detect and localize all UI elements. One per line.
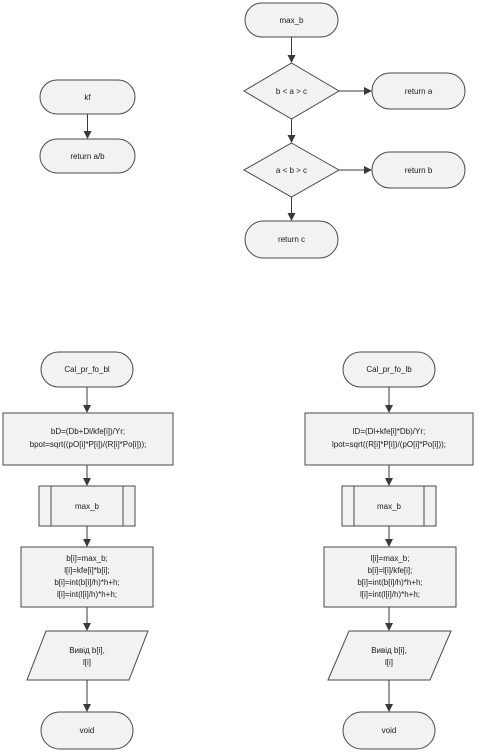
bl-output-line-1: Вивід b[i], (69, 646, 105, 655)
return-b-label: return b (405, 166, 433, 175)
return-a-label: return a (405, 87, 433, 96)
lb-process-box: lD=(Dl+kfe[i]*Db)/Yr; lpot=sqrt((R[i]*P[… (304, 412, 474, 466)
max-b-decision-1: b < a > c (243, 62, 340, 120)
return-a-terminal: return a (371, 72, 466, 110)
lb-start-label: Cal_pr_fo_lb (366, 365, 412, 374)
decision-1-label: b < a > c (276, 87, 307, 96)
bl-assign-line-2: l[i]=kfe[i]*b[i]; (64, 566, 110, 575)
max-b-start-label: max_b (279, 16, 304, 25)
cal-pr-fo-lb-flowchart: Cal_pr_fo_lb lD=(Dl+kfe[i]*Db)/Yr; lpot=… (304, 351, 474, 750)
lb-process-line-1: lD=(Dl+kfe[i]*Db)/Yr; (353, 427, 425, 436)
lb-output-line-2: l[i] (385, 658, 393, 667)
cal-pr-fo-bl-flowchart: Cal_pr_fo_bl bD=(Db+Dl/kfe[i])/Yr; bpot=… (2, 351, 174, 750)
lb-end-terminal: void (342, 711, 436, 750)
bl-subroutine-label: max_b (75, 502, 100, 511)
lb-output-line-1: Вивід b[i], (371, 646, 407, 655)
lb-assign-line-2: b[i]=l[i]/kfe[i]; (368, 566, 413, 575)
bl-output-box: Вивід b[i], l[i] (26, 630, 149, 681)
max-b-flowchart: max_b b < a > c return a a < b > c retur… (242, 2, 466, 259)
kf-flowchart: kf return a/b (39, 79, 136, 174)
lb-subroutine-box: max_b (341, 485, 437, 527)
bl-end-terminal: void (40, 711, 134, 750)
bl-process-box: bD=(Db+Dl/kfe[i])/Yr; bpot=sqrt((pO[i]*P… (2, 412, 174, 466)
lb-subroutine-label: max_b (377, 502, 402, 511)
return-c-terminal: return c (244, 220, 339, 259)
bl-assign-line-3: b[i]=int(b[i]/h)*h+h; (54, 578, 119, 587)
max-b-start-terminal: max_b (244, 2, 339, 38)
bl-process-line-1: bD=(Db+Dl/kfe[i])/Yr; (51, 427, 125, 436)
bl-end-label: void (80, 726, 95, 735)
bl-process-line-2: bpot=sqrt((pO[i]*P[i])/(R[i]*Po[i])); (30, 440, 147, 449)
lb-assign-line-3: b[i]=int(b[i]/h)*h+h; (357, 578, 422, 587)
kf-end-terminal: return a/b (39, 138, 136, 174)
kf-start-terminal: kf (39, 79, 136, 115)
lb-assign-box: l[i]=max_b; b[i]=l[i]/kfe[i]; b[i]=int(b… (323, 546, 457, 608)
return-b-terminal: return b (371, 151, 466, 189)
return-c-label: return c (278, 235, 305, 244)
bl-assign-box: b[i]=max_b; l[i]=kfe[i]*b[i]; b[i]=int(b… (20, 546, 154, 608)
lb-process-line-2: lpot=sqrt((R[i]*P[i])/(pO[i]*Po[i])); (332, 440, 446, 449)
lb-output-box: Вивід b[i], l[i] (327, 630, 452, 681)
bl-assign-line-1: b[i]=max_b; (66, 554, 108, 563)
bl-subroutine-box: max_b (38, 485, 136, 527)
lb-assign-line-1: l[i]=max_b; (371, 554, 410, 563)
max-b-decision-2: a < b > c (242, 142, 341, 198)
kf-end-label: return a/b (70, 152, 105, 161)
bl-output-line-2: l[i] (83, 658, 91, 667)
decision-2-label: a < b > c (276, 166, 307, 175)
bl-assign-line-4: l[i]=int(l[i]/h)*h+h; (57, 590, 117, 599)
kf-start-label: kf (84, 93, 91, 102)
bl-start-label: Cal_pr_fo_bl (64, 365, 110, 374)
bl-start-terminal: Cal_pr_fo_bl (40, 351, 134, 388)
lb-assign-line-4: l[i]=int(l[i]/h)*h+h; (360, 590, 420, 599)
lb-start-terminal: Cal_pr_fo_lb (342, 351, 436, 388)
lb-end-label: void (382, 726, 397, 735)
